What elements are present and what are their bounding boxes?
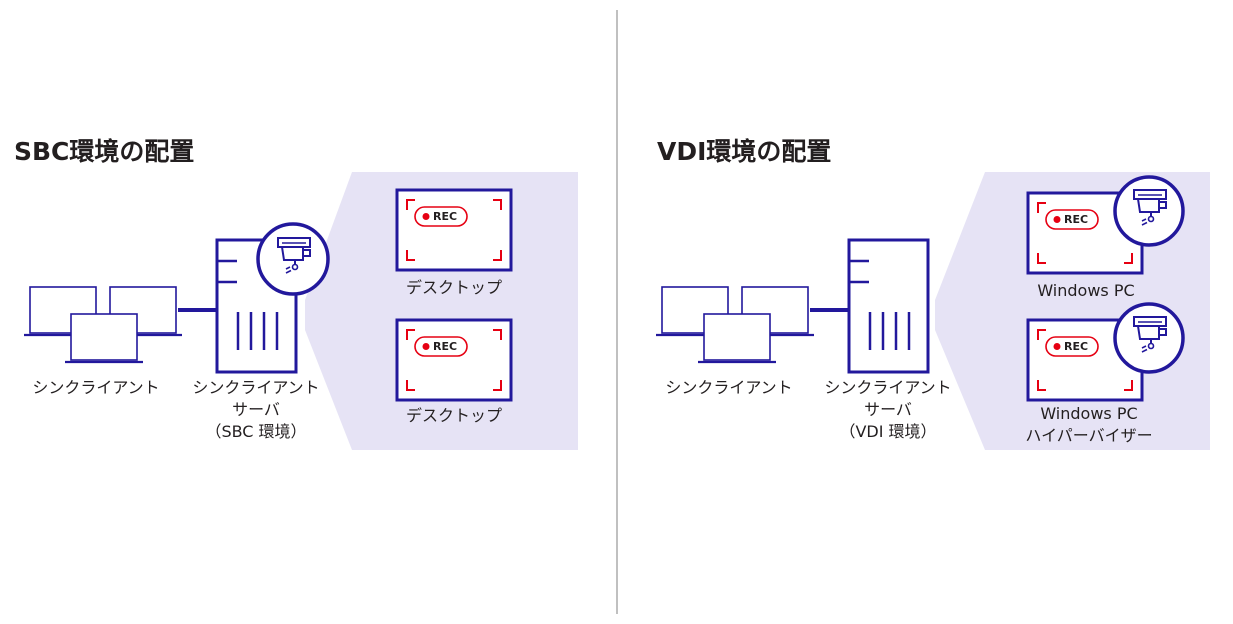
- client-label: シンクライアント: [32, 378, 160, 397]
- client-label: シンクライアント: [665, 378, 793, 397]
- rec-badge: REC: [433, 210, 458, 223]
- server-label: （SBC 環境）: [205, 422, 307, 441]
- server-icon: [847, 238, 930, 374]
- desktop-screen: [395, 318, 513, 402]
- laptop-icon: [63, 312, 145, 364]
- server-label: （VDI 環境）: [839, 422, 937, 441]
- server-icon: [215, 238, 298, 374]
- desktop-label: デスクトップ: [405, 278, 503, 297]
- rec-badge: REC: [1064, 213, 1089, 226]
- server-label: シンクライアント: [824, 378, 952, 397]
- vdi-title: VDI環境の配置: [657, 137, 832, 166]
- pc-label: Windows PC: [1037, 281, 1135, 300]
- server-label: シンクライアント: [192, 378, 320, 397]
- desktop-label: デスクトップ: [405, 406, 503, 425]
- server-label: サーバ: [864, 400, 912, 419]
- laptop-icon: [696, 312, 778, 364]
- sbc-title: SBC環境の配置: [14, 137, 195, 166]
- desktop-screen: [395, 188, 513, 272]
- rec-badge: REC: [433, 340, 458, 353]
- pc-label: Windows PC: [1040, 404, 1138, 423]
- hypervisor-label: ハイパーバイザー: [1025, 426, 1153, 445]
- rec-badge: REC: [1064, 340, 1089, 353]
- server-label: サーバ: [232, 400, 280, 419]
